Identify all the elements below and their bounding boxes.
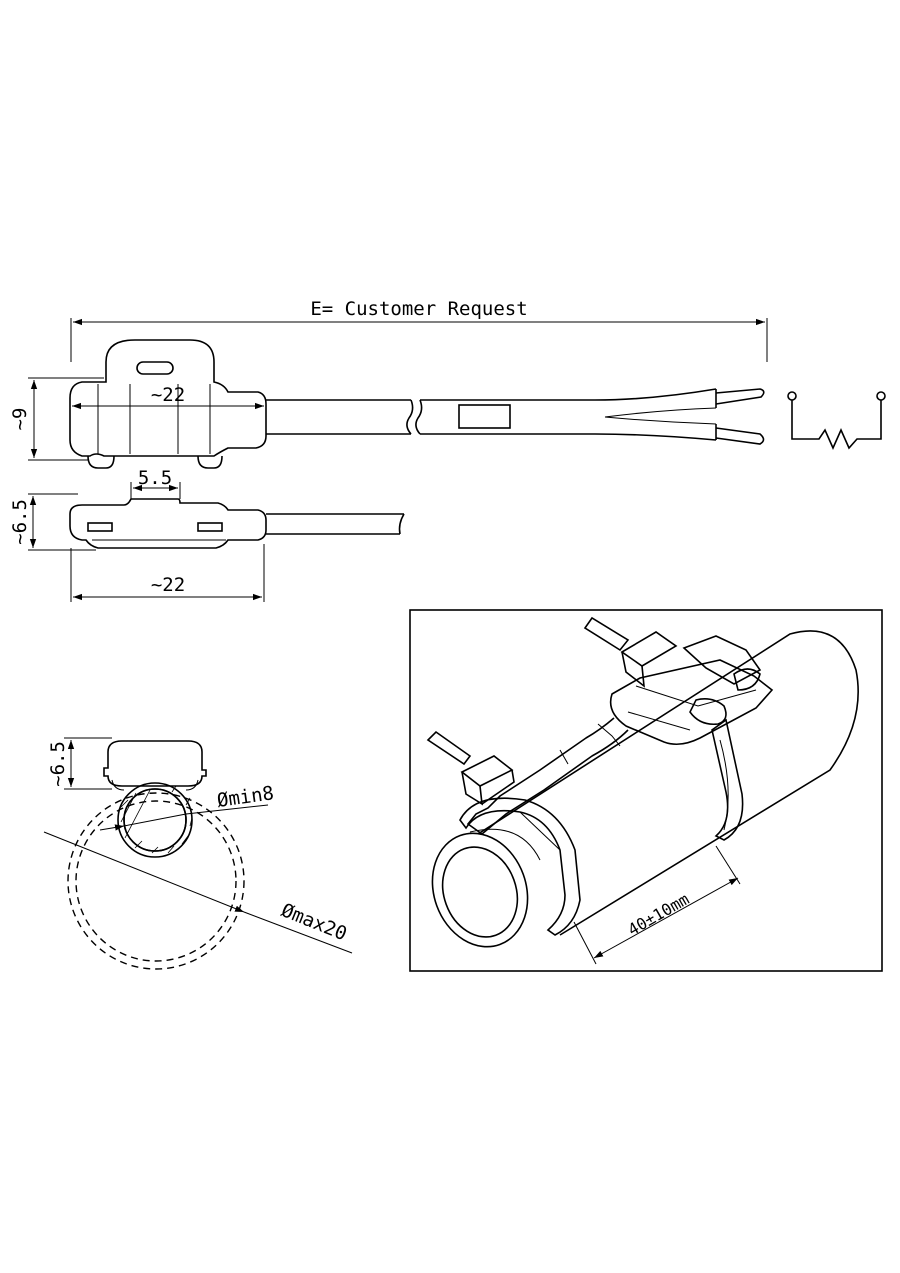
cable-3d	[466, 717, 629, 836]
pipe	[477, 630, 859, 936]
side-height-label: ~6.5	[9, 499, 31, 545]
sensor-body-top	[69, 339, 267, 457]
top-height-label: ~9	[9, 408, 31, 431]
overall-length-label: E= Customer Request	[310, 298, 527, 320]
slot-width-label: 5.5	[138, 467, 172, 489]
installation-illustration: 40±10mm	[409, 609, 883, 972]
side-width-label: ~22	[151, 574, 185, 596]
right-cable-tie	[583, 616, 630, 652]
resistor-symbol	[787, 391, 886, 450]
pipe-section-view: ~6.5 Ømin8 Ømax20	[43, 737, 353, 970]
top-view: E= Customer Request ~22 ~9	[9, 298, 886, 469]
sensor-on-pipe	[103, 740, 207, 787]
illustration-frame	[409, 609, 883, 972]
pipe-view-height-label: ~6.5	[47, 741, 69, 787]
sensor-on-pipe-3d	[609, 659, 774, 746]
side-view: 5.5 ~6.5 ~22	[9, 467, 405, 602]
left-cable-tie	[426, 730, 472, 766]
pipe-min-label: Ømin8	[216, 782, 276, 812]
sensor-body-side	[69, 498, 267, 549]
top-width-label: ~22	[151, 384, 185, 406]
install-distance-label: 40±10mm	[625, 889, 693, 939]
